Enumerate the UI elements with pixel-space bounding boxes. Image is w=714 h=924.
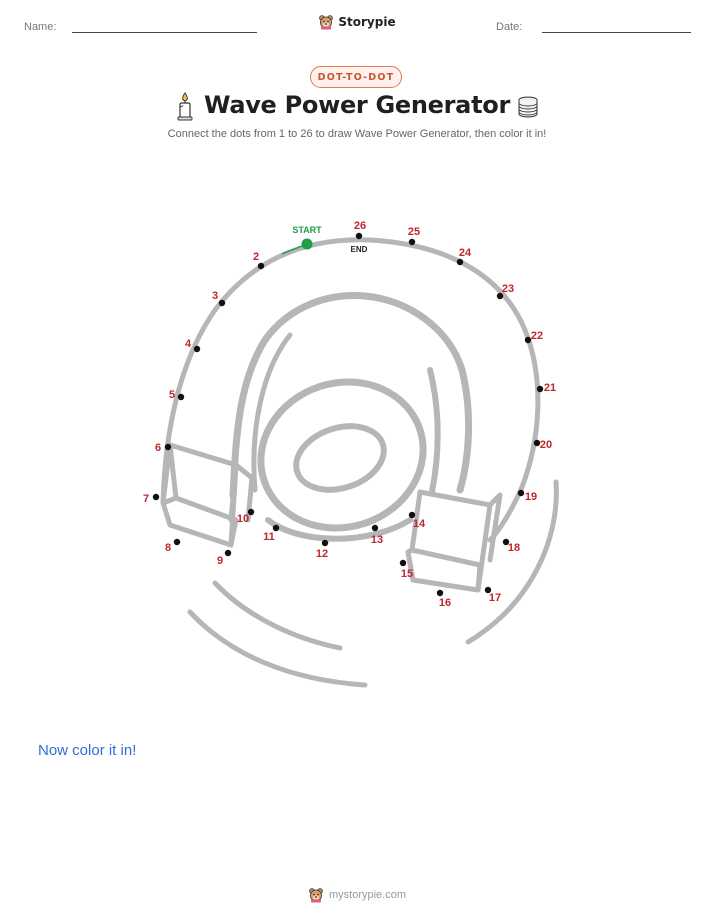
dot-9: [224, 549, 232, 557]
dot-19: [517, 489, 525, 497]
dot-number-7: 7: [143, 493, 149, 505]
dot-number-26: 26: [354, 220, 366, 232]
dot-21: [536, 385, 544, 393]
dot-17: [484, 586, 492, 594]
coil-icon: [518, 96, 538, 118]
name-label: Name:: [24, 21, 57, 33]
dot-2: [257, 262, 265, 270]
footer-bear-icon: [309, 888, 323, 903]
bear-mascot-icon: [319, 15, 334, 30]
dot-26: [355, 232, 363, 240]
brand-logo: Storypie: [0, 14, 714, 30]
dot-number-22: 22: [531, 330, 543, 342]
dot-18: [502, 538, 510, 546]
dot-6: [164, 443, 172, 451]
end-label: END: [351, 245, 368, 254]
dot-number-10: 10: [237, 513, 249, 525]
dot-4: [193, 345, 201, 353]
dot-number-19: 19: [525, 491, 537, 503]
dot-number-3: 3: [212, 290, 218, 302]
dot-number-15: 15: [401, 568, 413, 580]
dot-number-17: 17: [489, 592, 501, 604]
instructions: Connect the dots from 1 to 26 to draw Wa…: [167, 128, 547, 140]
dot-number-2: 2: [253, 251, 259, 263]
dot-11: [272, 524, 280, 532]
dot-24: [456, 258, 464, 266]
dot-3: [218, 299, 226, 307]
dot-15: [399, 559, 407, 567]
dot-number-6: 6: [155, 442, 161, 454]
dot-number-4: 4: [185, 338, 192, 350]
dot-7: [152, 493, 160, 501]
dot-13: [371, 524, 379, 532]
date-label: Date:: [496, 21, 523, 33]
candle-icon: [177, 92, 193, 121]
dot-23: [496, 292, 504, 300]
date-field[interactable]: [542, 32, 691, 33]
dot-25: [408, 238, 416, 246]
dot-number-24: 24: [459, 247, 472, 259]
drawing-outline: [160, 237, 559, 688]
dot-number-13: 13: [371, 534, 383, 546]
dot-number-14: 14: [413, 518, 426, 530]
dot-12: [321, 539, 329, 547]
dot-10: [247, 508, 255, 516]
dot-5: [177, 393, 185, 401]
dot-20: [533, 439, 541, 447]
dot-number-25: 25: [408, 226, 420, 238]
dot-number-12: 12: [316, 548, 328, 560]
dot-8: [173, 538, 181, 546]
name-field[interactable]: [72, 32, 257, 33]
dot-16: [436, 589, 444, 597]
dot-14: [408, 511, 416, 519]
brand-name: Storypie: [338, 15, 396, 29]
dot-number-9: 9: [217, 555, 223, 567]
dot-number-21: 21: [544, 382, 556, 394]
dot-number-11: 11: [263, 531, 275, 543]
color-prompt: Now color it in!: [38, 742, 137, 759]
activity-badge: DOT-TO-DOT: [310, 66, 402, 88]
dot-22: [524, 336, 532, 344]
dot-number-18: 18: [508, 542, 520, 554]
dot-number-16: 16: [439, 597, 451, 609]
footer: mystorypie.com: [0, 887, 714, 903]
dot-number-23: 23: [502, 283, 514, 295]
dot-number-8: 8: [165, 542, 171, 554]
dot-number-5: 5: [169, 389, 175, 401]
start-label: START: [292, 225, 322, 235]
footer-url: mystorypie.com: [328, 889, 407, 901]
page-title: Wave Power Generator: [204, 91, 510, 119]
dot-number-20: 20: [540, 439, 552, 451]
dot-1: [301, 238, 313, 250]
